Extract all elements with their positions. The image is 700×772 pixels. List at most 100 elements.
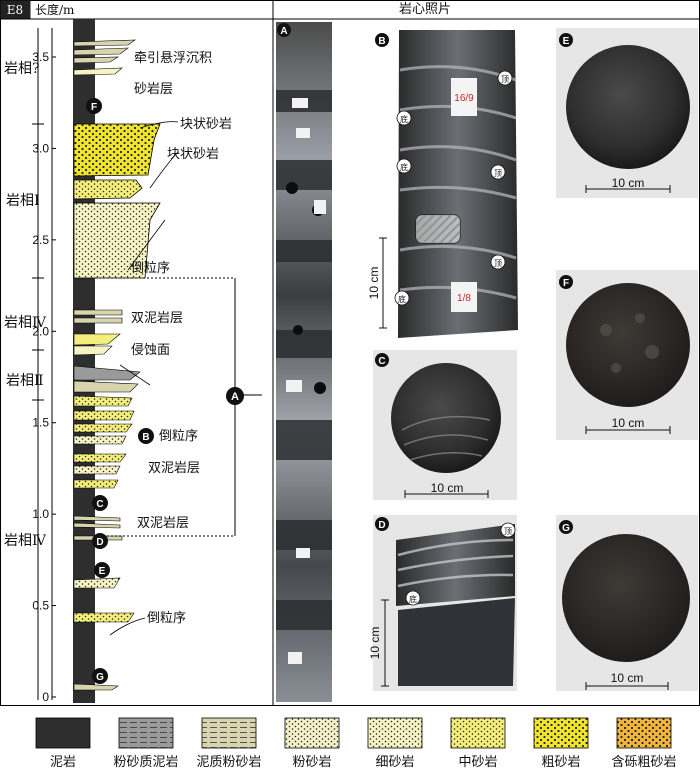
photo-c-scale-label: 10 cm [431,481,464,495]
litho-beds [73,39,161,691]
litho-column-mud [73,19,95,703]
photo-b-label-bottom [451,282,477,312]
bed-dm3-b [73,522,121,529]
photo-c-scale [404,490,489,498]
bed-g-zone [73,683,119,691]
well-label: E8 [7,3,23,17]
depth-tick-label: 3.0 [32,141,49,155]
label-sand-layer: 砂岩层 [134,82,173,97]
svg-text:顶: 顶 [501,75,509,84]
depth-tick-label: 2.5 [32,233,49,247]
arrow-inverse-3 [109,617,146,636]
svg-text:底: 底 [400,114,408,124]
depth-tick-label: 3.5 [32,50,49,64]
depth-tick-label: 0.5 [32,599,49,613]
photo-e-letter: E [563,36,570,47]
svg-text:顶: 顶 [504,527,512,536]
photo-g-scale [585,682,669,690]
axis-title: 长度/m [35,2,75,17]
photo-d-letter: D [378,520,385,531]
svg-text:B: B [142,432,149,443]
photo-d-scale-label: 10 cm [368,627,382,660]
photo-e-scale-label: 10 cm [612,176,645,190]
label-massive-1: 块状砂岩 [180,117,232,132]
bed-traction-2 [73,47,129,56]
legend-label: 泥质粉砂岩 [196,755,261,770]
marker-e: E [94,562,110,578]
svg-text:F: F [91,102,97,113]
photo-g-letter: G [562,523,570,534]
photo-a-letter: A [280,26,287,37]
marker-c: C [92,495,108,511]
legend-label: 粗砂岩 [541,755,580,770]
column-markers: F B C D E G A [86,98,244,684]
photo-b-scale-label: 10 cm [367,267,381,300]
bed-medium-dots [74,180,142,199]
bed-erosion-b [73,345,113,356]
legend-swatch-pattern [368,718,422,748]
legend-swatch-pattern [617,718,671,748]
marker-a: A [226,387,244,405]
legend-swatch-pattern [119,718,173,748]
svg-text:底: 底 [409,594,417,604]
photo-f-scale [585,426,671,434]
svg-text:G: G [96,672,104,683]
photo-c-letter: C [378,356,385,367]
photo-d-scale [381,599,389,687]
depth-tick-label: 1.0 [32,507,49,521]
photo-b: 16/9 1/8 顶 底 顶 底 顶 底 10 cm B [367,30,518,338]
svg-text:顶: 顶 [494,259,502,268]
photo-d-core-upper [396,524,515,606]
bed-traction-1 [73,39,136,47]
photo-d-core-lower [398,598,515,686]
label-double-mud-3: 双泥岩层 [137,516,189,531]
bed-II-a [73,365,141,381]
facies-label-unknown: 岩相? [4,61,40,77]
photo-d: 顶 底 10 cm D [368,515,517,691]
photo-f: 10 cm F [556,270,698,440]
depth-tick-label: 0 [42,690,49,704]
photo-b-letter: B [378,36,385,47]
svg-text:底: 底 [400,162,408,172]
photo-panel-title: 岩心照片 [399,2,451,17]
label-double-mud-2: 双泥岩层 [148,461,200,476]
depth-tick-label: 2.0 [32,324,49,338]
photo-g: 10 cm G [556,515,698,691]
lithology-legend: 泥岩粉砂质泥岩泥质粉砂岩粉砂岩细砂岩中砂岩粗砂岩含砾粗砂岩 [35,717,677,770]
bed-massive-coarse-dots [74,124,160,176]
annotation-arrows [109,121,179,636]
photo-g-core [562,534,690,662]
legend-swatch-pattern [451,718,505,748]
facies-label-IV-upper: 岩相Ⅳ [4,315,47,331]
photo-b-tags: 顶 底 顶 底 顶 底 [394,70,513,306]
legend-swatch-pattern [285,718,339,748]
bed-dm3-a [73,515,121,522]
legend-label: 细砂岩 [375,755,414,770]
photo-f-scale-label: 10 cm [612,416,645,430]
photo-e-core [566,45,690,169]
legend-label: 中砂岩 [458,755,497,770]
bed-fine-thick-dots [74,203,160,278]
svg-text:E: E [99,566,106,577]
marker-f: F [86,98,102,114]
arrow-massive-2 [149,151,179,189]
photo-e-scale [585,185,671,193]
label-inverse-2: 倒粒序 [159,429,198,444]
legend-label: 泥岩 [50,755,76,770]
svg-text:16/9: 16/9 [454,93,474,104]
svg-text:顶: 顶 [494,169,502,178]
photo-f-core [566,283,690,407]
label-erosion: 侵蚀面 [131,342,170,358]
photo-g-scale-label: 10 cm [611,671,644,685]
legend-swatch-pattern [534,718,588,748]
svg-text:A: A [231,391,239,403]
bed-double-mud-a [73,309,123,316]
photo-f-letter: F [563,278,569,289]
label-traction: 牵引悬浮沉积 [134,51,212,66]
legend-swatch [35,717,91,749]
legend-label: 粉砂质泥岩 [113,755,178,770]
depth-axis-ticks: 00.51.01.52.02.53.03.5 [32,50,56,704]
label-double-mud-1: 双泥岩层 [131,311,183,326]
marker-b: B [138,428,154,444]
